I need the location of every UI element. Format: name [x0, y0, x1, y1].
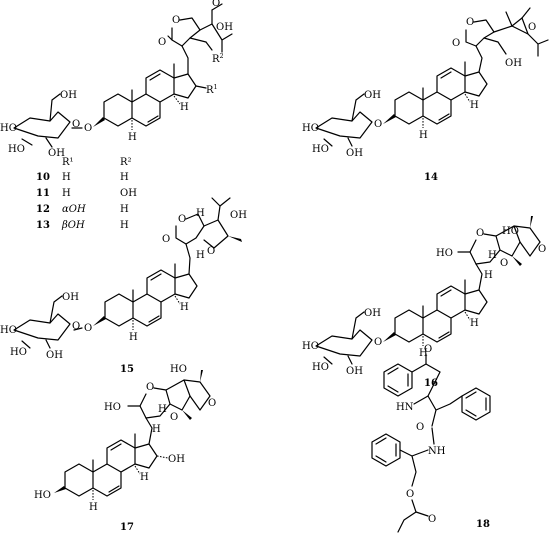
table-header-r1: R¹	[62, 157, 74, 168]
table-row-10-r1: H	[62, 172, 71, 183]
s14-epoxide-o: O	[528, 22, 536, 33]
s16-cage-ho: HO	[502, 226, 519, 237]
structure-17: HO H H OH HO O H H HO O O	[34, 364, 216, 513]
s16-cage-o-2: O	[500, 258, 508, 269]
s17-h-b: H	[152, 424, 161, 435]
table-row-12-r1: αOH	[62, 204, 86, 215]
table-row-13-r2: H	[120, 220, 129, 231]
compound-label-17: 17	[120, 522, 134, 533]
lactone-o-carbonyl: O	[158, 37, 166, 48]
s15-glycosidic-o: O	[84, 323, 92, 334]
s14-lactone-o-carbonyl: O	[452, 38, 460, 49]
table-row-10-label: 10	[36, 172, 50, 183]
s18-nh-2: NH	[428, 446, 446, 457]
structure-14: OH HO HO OH O H H OH O O O	[302, 7, 549, 159]
s14-h-5: H	[419, 130, 428, 141]
table-row-13-label: 13	[36, 220, 50, 231]
s14-glc-ho-4: HO	[302, 123, 319, 134]
s14-h-14: H	[470, 100, 479, 111]
s17-cage-o-2: O	[170, 412, 178, 423]
s15-glc-ho-4: HO	[0, 325, 17, 336]
s15-glc-oh-6: OH	[62, 292, 79, 303]
s17-h-5: H	[89, 502, 98, 513]
s15-h-fused-1: H	[196, 208, 205, 219]
glycosidic-o: O	[84, 123, 92, 134]
s14-side-oh: OH	[505, 58, 522, 69]
table-row-11-label: 11	[36, 188, 50, 199]
s14-lactone-ring-o: O	[466, 17, 474, 28]
s15-lactone-ring-o: O	[178, 214, 186, 225]
s17-cage-o-3: O	[208, 398, 216, 409]
s16-glycosidic-o: O	[374, 337, 382, 348]
compound-label-15: 15	[120, 364, 134, 375]
s15-glc-ring-o: O	[72, 321, 80, 332]
structure-10-13: OH HO HO OH O O H H R1 O O	[0, 0, 233, 159]
s14-glc-oh-6: OH	[364, 90, 381, 101]
r1-label: R1	[206, 83, 218, 96]
s17-cage-ho: HO	[170, 364, 187, 375]
table-row-11-r2: OH	[120, 188, 137, 199]
glc-oh-6: OH	[60, 90, 77, 101]
s15-h-5: H	[129, 332, 138, 343]
table-row-13-r1: βOH	[61, 220, 85, 231]
s16-glc-ho-3: HO	[312, 362, 329, 373]
r2-label: R2	[212, 52, 224, 65]
s15-furan-o: O	[207, 246, 215, 257]
h-14-alpha: H	[180, 102, 189, 113]
s17-h-14: H	[140, 472, 149, 483]
h-5-alpha: H	[128, 132, 137, 143]
s16-glc-oh-6: OH	[364, 308, 381, 319]
s18-hn-1: HN	[396, 402, 414, 413]
table-row-10-r2: H	[120, 172, 129, 183]
s15-h-fused-2: H	[196, 250, 205, 261]
glc-ho-3: HO	[8, 144, 25, 155]
glc-ho-4: HO	[0, 123, 17, 134]
glc-oh-2: OH	[48, 148, 65, 159]
s14-glycosidic-o: O	[374, 119, 382, 130]
s16-glc-oh-2: OH	[346, 366, 363, 377]
s16-h-5: H	[419, 348, 428, 359]
lactone-ring-o: O	[172, 15, 180, 26]
s16-hemiacetal-ho: HO	[436, 248, 453, 259]
s15-glc-ho-3: HO	[10, 347, 27, 358]
substituent-table: R¹ R² 10 H H 11 H OH 12 αOH H 13 βOH H	[36, 157, 137, 231]
structure-16: OH HO HO OH O H H HO O H H HO O O	[302, 216, 546, 377]
structure-18: O HN O NH O O	[371, 344, 491, 533]
s16-h-14: H	[470, 318, 479, 329]
table-header-r2: R²	[120, 157, 132, 168]
table-row-12-r2: H	[120, 204, 129, 215]
s17-ho-3: HO	[34, 490, 51, 501]
s18-o-acetyl: O	[428, 514, 436, 525]
s18-o-ester: O	[406, 489, 414, 500]
s15-lactone-o-carbonyl: O	[162, 234, 170, 245]
s14-glc-ho-3: HO	[312, 144, 329, 155]
s16-cage-o-1: O	[476, 228, 484, 239]
ketone-o: O	[212, 0, 220, 9]
s17-hemiacetal-ho: HO	[104, 402, 121, 413]
s15-side-oh: OH	[230, 210, 247, 221]
table-row-12-label: 12	[36, 204, 50, 215]
s18-o-benzoyl: O	[424, 344, 432, 355]
compound-label-14: 14	[424, 172, 438, 183]
s18-o-amide: O	[416, 422, 424, 433]
structure-15: OH HO HO OH O O H H O O H H OH O	[0, 197, 247, 361]
table-row-11-r1: H	[62, 188, 71, 199]
s17-cage-o-1: O	[146, 382, 154, 393]
s14-glc-oh-2: OH	[346, 148, 363, 159]
compound-label-16: 16	[424, 378, 438, 389]
s16-h-b: H	[484, 270, 493, 281]
s16-h-a: H	[488, 250, 497, 261]
s15-h-14: H	[180, 302, 189, 313]
s16-glc-ho-4: HO	[302, 341, 319, 352]
side-chain-oh: OH	[216, 22, 233, 33]
s17-h-a: H	[158, 404, 167, 415]
s15-glc-oh-2: OH	[46, 350, 63, 361]
s17-oh-16: OH	[168, 454, 185, 465]
glc-ring-o: O	[72, 119, 80, 130]
compound-label-18: 18	[476, 519, 490, 530]
s16-cage-o-3: O	[538, 244, 546, 255]
